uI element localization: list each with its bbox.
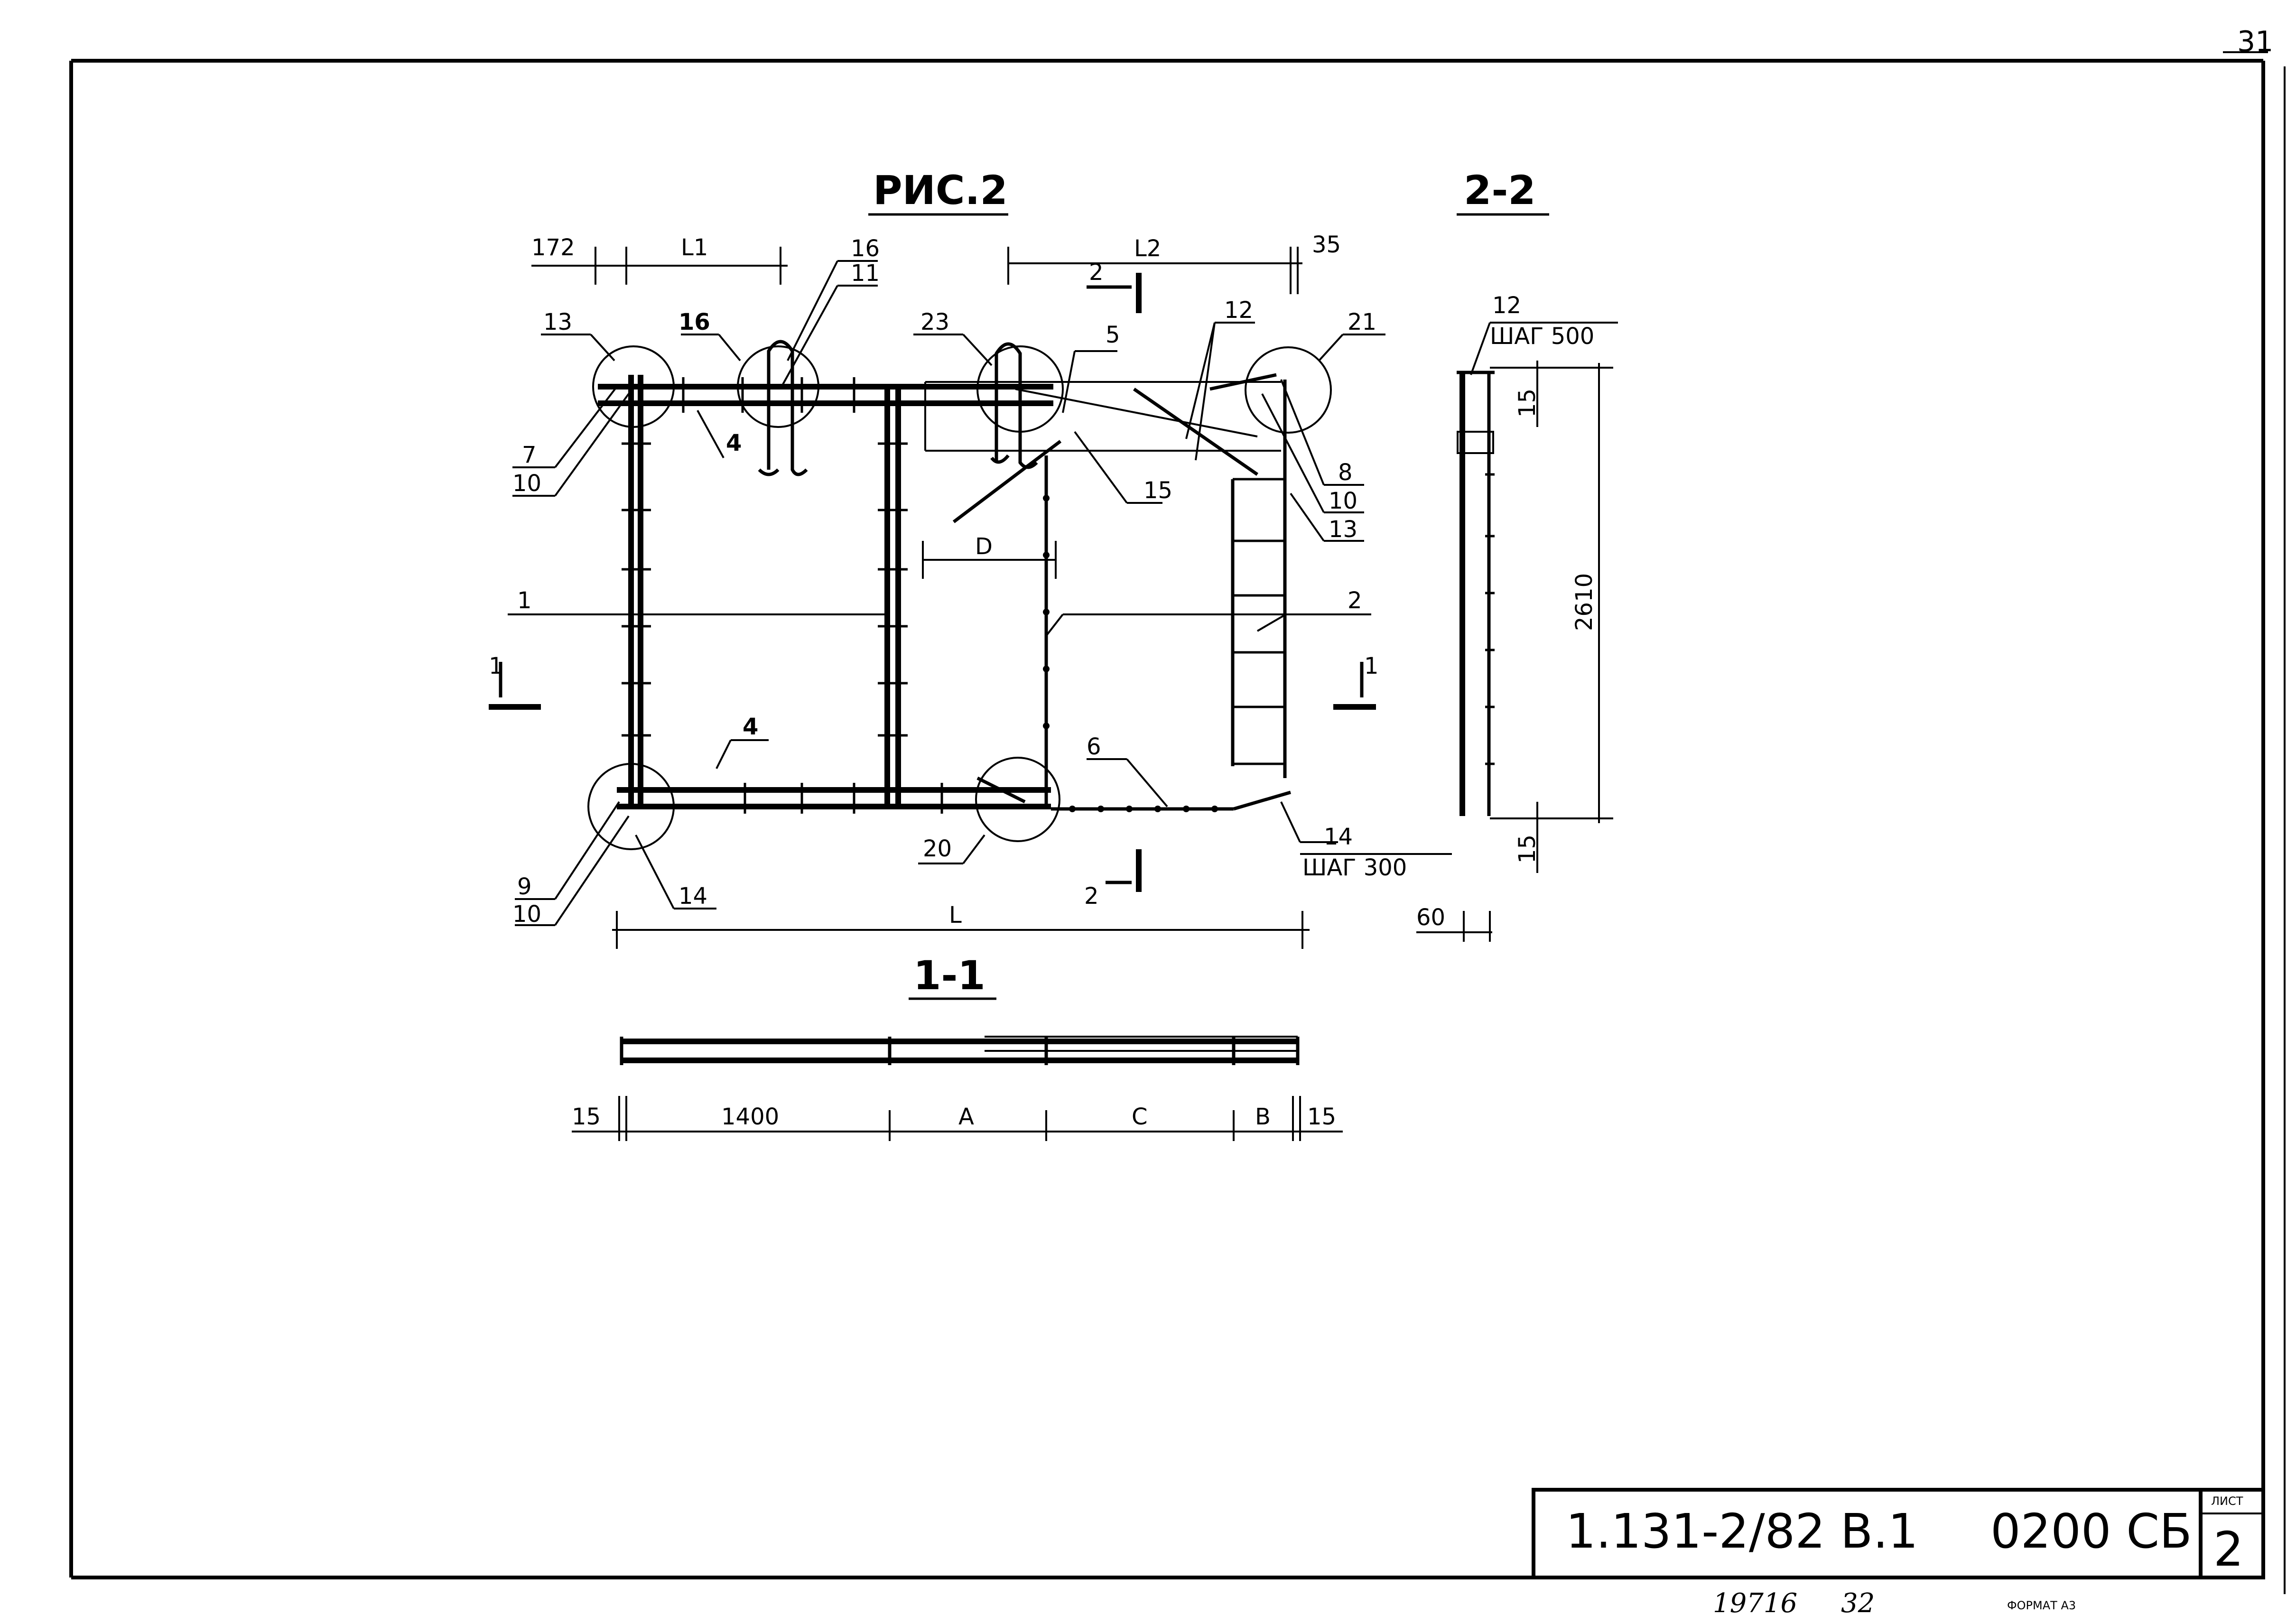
callout-20: 20 (923, 835, 952, 862)
section-1-1-dimensions (572, 1096, 1343, 1141)
callout-14-bottom: 14 (679, 883, 707, 909)
callout-14-right: 14 (1324, 824, 1353, 850)
callout-5: 5 (1106, 322, 1120, 348)
section-2-2-dim-2610: 2610 (1571, 573, 1598, 631)
callout-15: 15 (1143, 477, 1172, 504)
callout-10-top-left: 10 (512, 470, 541, 497)
dim-shag-300: ШАГ 300 (1302, 854, 1407, 881)
section-1-1-dim-15-left: 15 (572, 1104, 601, 1130)
callout-10-top-right: 10 (1329, 488, 1357, 514)
callout-1: 1 (517, 587, 532, 614)
section-mark-2-top: 2 (1089, 259, 1104, 286)
dim-L2: L2 (1134, 235, 1161, 262)
callout-11: 11 (851, 260, 880, 287)
section-mark-1-left: 1 (489, 653, 503, 679)
callout-23: 23 (920, 309, 949, 335)
section-marks (489, 273, 1376, 892)
sheet-frame (69, 51, 2286, 1594)
footer-handwritten-number: 19716 (1713, 1588, 1797, 1619)
section-1-1-dim-A: A (958, 1104, 974, 1130)
sheet-number: 2 (2213, 1522, 2244, 1577)
callout-12-plan: 12 (1224, 297, 1253, 324)
dim-D: D (975, 533, 993, 560)
section-1-1-dim-B: B (1255, 1104, 1271, 1130)
section-mark-1-right: 1 (1364, 653, 1379, 679)
dim-L: L (949, 902, 962, 928)
callout-9: 9 (517, 873, 532, 900)
callout-8: 8 (1338, 459, 1353, 486)
callout-16-top: 16 (851, 235, 880, 262)
dim-35: 35 (1312, 232, 1341, 258)
section-2-2-dim-15-bottom: 15 (1514, 835, 1541, 863)
callout-6: 6 (1087, 733, 1101, 760)
title-block-mark: 0200 СБ (1990, 1503, 2192, 1559)
reinforcement-cage-plan (598, 340, 1291, 811)
callout-10-bottom: 10 (512, 901, 541, 928)
title-block-code: 1.131-2/82 В.1 (1566, 1503, 1918, 1559)
callout-16-node: 16 (679, 309, 710, 335)
dim-L1: L1 (681, 234, 708, 261)
callout-4-bottom: 4 (743, 714, 758, 740)
detail-node-circles (587, 345, 1332, 850)
section-1-1-dim-15-right: 15 (1307, 1104, 1336, 1130)
callout-7: 7 (522, 442, 537, 468)
section-1-1-title: 1-1 (913, 952, 985, 999)
sheet-label: ЛИСТ (2211, 1494, 2243, 1508)
callout-13-top: 13 (543, 309, 572, 335)
section-mark-2-bottom: 2 (1084, 883, 1099, 909)
plan-dimensions (531, 247, 1310, 949)
callout-2: 2 (1348, 587, 1362, 614)
section-1-1-drawing (620, 1036, 1300, 1065)
callout-4-top: 4 (726, 430, 742, 456)
title-block (1532, 1488, 2265, 1579)
dim-172: 172 (531, 234, 575, 261)
callout-21: 21 (1348, 309, 1376, 335)
section-2-2-title: 2-2 (1464, 167, 1536, 213)
section-2-2-drawing (1457, 371, 1495, 816)
corner-sheet-number: 31 (2237, 25, 2273, 58)
footer-number: 32 (1841, 1588, 1875, 1619)
figure-title: РИС.2 (873, 167, 1008, 213)
section-1-1-dim-1400: 1400 (721, 1104, 779, 1130)
section-2-2-callout-12: 12 (1492, 292, 1521, 319)
section-2-2-dim-15-top: 15 (1514, 389, 1541, 418)
format-label: ФОРМАТ А3 (2007, 1599, 2076, 1612)
callout-leaders (508, 260, 1385, 926)
section-1-1-dim-C: C (1132, 1104, 1148, 1130)
stirrup-ticks (622, 377, 1285, 814)
callout-13-right: 13 (1329, 516, 1357, 543)
section-2-2-dimensions (1416, 322, 1618, 942)
section-2-2-shag-500: ШАГ 500 (1490, 323, 1594, 350)
section-2-2-dim-60: 60 (1416, 904, 1445, 931)
